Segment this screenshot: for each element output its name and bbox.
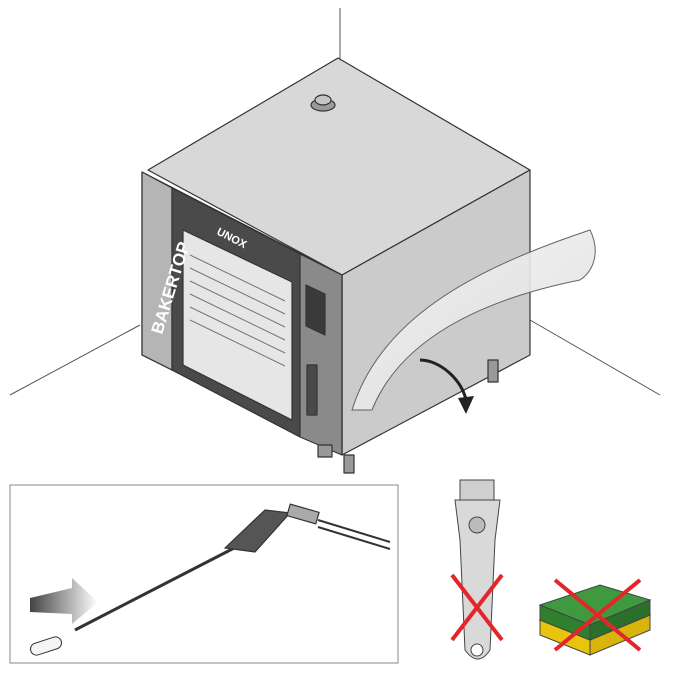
oven-foot (487, 359, 499, 383)
probe-panel-frame (9, 484, 399, 664)
oven-racks (189, 254, 286, 367)
oven-foot (317, 444, 333, 458)
abrasive-sponge-not-allowed-icon (538, 578, 652, 656)
protective-film-peel-arrow (419, 358, 468, 401)
core-probe (74, 503, 391, 632)
protective-film-peel (351, 229, 596, 414)
combi-oven (141, 57, 531, 474)
oven-foot (343, 454, 355, 474)
oven-display (305, 284, 326, 336)
scraper-not-allowed-icon (450, 479, 504, 660)
oven-door-handle (306, 364, 318, 416)
room-corner-lines (9, 8, 661, 396)
probe-cap-removal-arrow (30, 578, 98, 624)
oven-control-panel (299, 253, 343, 456)
probe-cap-icon (29, 636, 63, 656)
